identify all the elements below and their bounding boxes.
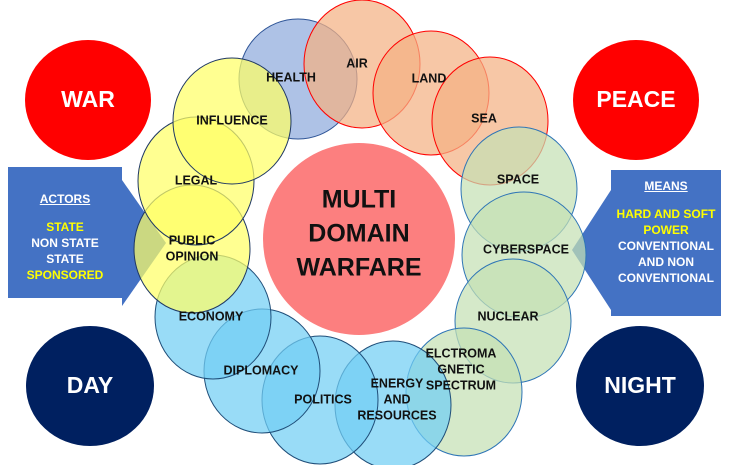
domain-label-public-opinion: PUBLIC: [169, 233, 216, 247]
center-line-3: WARFARE: [297, 254, 422, 282]
domain-label-space: SPACE: [497, 172, 539, 186]
domain-label-diplomacy: DIPLOMACY: [224, 363, 300, 377]
day-label: DAY: [67, 372, 113, 398]
center-line-2: DOMAIN: [308, 220, 409, 248]
domain-label-electromagnetic: GNETIC: [437, 362, 484, 376]
domain-label-electromagnetic: ELCTROMA: [426, 346, 497, 360]
means-line: CONVENTIONAL: [618, 271, 714, 285]
domain-label-energy: AND: [383, 392, 410, 406]
war-label: WAR: [61, 86, 115, 112]
domain-label-energy: ENERGY: [371, 376, 424, 390]
means-line: HARD AND SOFT: [616, 207, 716, 221]
domain-label-sea: SEA: [471, 111, 497, 125]
night-label: NIGHT: [604, 372, 676, 398]
domain-label-health: HEALTH: [266, 70, 316, 84]
peace-circle: [573, 40, 699, 160]
domain-label-legal: LEGAL: [175, 173, 218, 187]
actors-line: NON STATE: [31, 236, 99, 250]
domain-circle-influence: [172, 57, 292, 185]
actors-line: STATE: [46, 252, 84, 266]
domain-label-electromagnetic: SPECTRUM: [426, 378, 496, 392]
actors-box: ACTORS STATE NON STATE STATE SPONSORED: [8, 167, 122, 298]
domain-label-nuclear: NUCLEAR: [477, 309, 538, 323]
domain-label-energy: RESOURCES: [357, 408, 436, 422]
means-box: MEANS HARD AND SOFT POWER CONVENTIONAL A…: [611, 170, 721, 316]
domain-label-economy: ECONOMY: [179, 309, 244, 323]
domain-label-cyberspace: CYBERSPACE: [483, 242, 569, 256]
actors-line: SPONSORED: [26, 268, 104, 282]
domain-label-land: LAND: [412, 71, 447, 85]
domain-label-public-opinion: OPINION: [166, 249, 219, 263]
domain-label-politics: POLITICS: [294, 392, 352, 406]
domain-label-air: AIR: [346, 56, 368, 70]
means-line: CONVENTIONAL: [618, 239, 714, 253]
actors-line: STATE: [46, 220, 84, 234]
domain-label-influence: INFLUENCE: [196, 113, 268, 127]
center-circle: [263, 143, 455, 335]
means-heading: MEANS: [644, 179, 688, 193]
war-circle: [25, 40, 151, 160]
center-line-1: MULTI: [322, 186, 397, 214]
night-circle: [576, 326, 704, 446]
means-line: AND NON: [638, 255, 694, 269]
peace-label: PEACE: [596, 86, 675, 112]
actors-heading: ACTORS: [39, 192, 91, 206]
means-arrow: [572, 190, 611, 310]
day-circle: [26, 326, 154, 446]
means-line: POWER: [643, 223, 689, 237]
